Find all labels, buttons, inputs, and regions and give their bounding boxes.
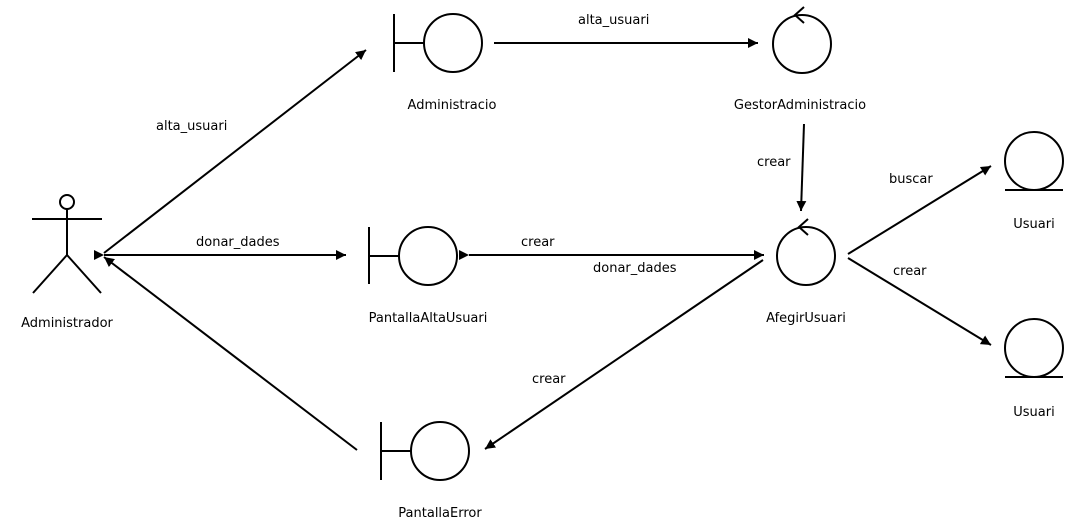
edge-label-afegir-usuari-1: buscar <box>889 172 933 187</box>
edge-pantalla-error-to-actor <box>103 256 358 451</box>
edge-line <box>484 259 764 450</box>
boundary-pantalla-alta-usuari: PantallaAltaUsuari <box>368 226 488 326</box>
edge-label-afegir-usuari-2: crear <box>893 264 927 279</box>
edge-label-afegir-pantalla-alta: crear <box>521 235 555 250</box>
entity-usuari-1: Usuari <box>1004 131 1064 232</box>
edge-afegir-to-pantalla-error <box>484 259 764 450</box>
boundary-label: PantallaError <box>398 506 482 521</box>
control-gestor-administracio: GestorAdministracio <box>734 6 866 113</box>
edge-afegir-to-usuari-1 <box>847 165 992 255</box>
boundary-administracio: Administracio <box>393 13 497 113</box>
control-icon <box>772 6 832 74</box>
edge-label-pantalla-alta-afegir: donar_dades <box>593 261 677 276</box>
edge-gestor-to-afegir <box>796 123 807 212</box>
edge-label-administracio-gestor: alta_usuari <box>578 13 649 28</box>
control-afegir-usuari: AfegirUsuari <box>766 218 846 326</box>
control-icon <box>776 218 836 286</box>
entity-icon <box>1004 318 1064 378</box>
actor-administrador: Administrador <box>21 194 114 331</box>
edge-actor-to-administracio <box>103 49 367 254</box>
edge-line <box>103 49 367 254</box>
edge-label-actor-administracio: alta_usuari <box>156 119 227 134</box>
boundary-icon <box>380 421 470 481</box>
edge-label-afegir-pantalla-error: crear <box>532 372 566 387</box>
entity-label: Usuari <box>1013 217 1054 232</box>
boundary-label: PantallaAltaUsuari <box>369 311 488 326</box>
actor-label: Administrador <box>21 316 113 331</box>
boundary-icon <box>393 13 483 73</box>
control-label: AfegirUsuari <box>766 311 846 326</box>
edge-line <box>847 165 992 255</box>
edge-afegir-to-usuari-2 <box>847 257 992 346</box>
edge-label-actor-pantalla-alta: donar_dades <box>196 235 280 250</box>
edge-line <box>847 257 992 346</box>
edge-label-gestor-afegir: crear <box>757 155 791 170</box>
actor-icon <box>32 194 102 294</box>
boundary-label: Administracio <box>408 98 497 113</box>
edge-line <box>103 256 358 451</box>
entity-usuari-2: Usuari <box>1004 318 1064 420</box>
control-label: GestorAdministracio <box>734 98 866 113</box>
entity-label: Usuari <box>1013 405 1054 420</box>
entity-icon <box>1004 131 1064 191</box>
boundary-pantalla-error: PantallaError <box>380 421 482 521</box>
edge-line <box>796 123 807 212</box>
boundary-icon <box>368 226 458 286</box>
